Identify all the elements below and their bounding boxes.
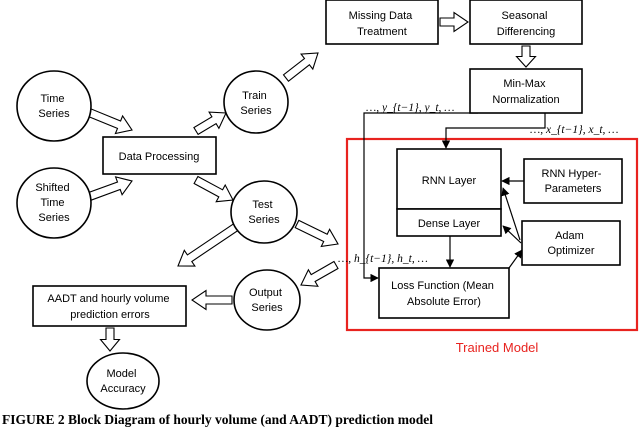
- loss-function-node: Loss Function (Mean Absolute Error): [378, 267, 510, 319]
- test-series-label-1: Test: [252, 199, 272, 211]
- missing-data-node: Missing Data Treatment: [325, 0, 439, 45]
- train-series-node: Train Series: [223, 70, 289, 134]
- train-series-label-1: Train: [242, 90, 267, 102]
- figure-caption: FIGURE 2 Block Diagram of hourly volume …: [2, 412, 433, 427]
- missing-data-label-1: Missing Data: [349, 10, 413, 22]
- output-series-label-1: Output: [249, 287, 282, 299]
- svg-text:Train Series: Train Series: [240, 90, 272, 117]
- rnn-hyper-label-1: RNN Hyper-: [542, 168, 602, 180]
- dense-layer-label: Dense Layer: [418, 218, 481, 230]
- connector-lines: [363, 112, 546, 283]
- model-accuracy-node: Model Accuracy: [86, 352, 160, 410]
- test-to-loss-arrow: [294, 219, 339, 248]
- shifted-time-series-label-3: Series: [38, 212, 70, 224]
- h-sequence-label: …, h_{t−1}, h_t, …: [338, 253, 428, 265]
- seasonal-differencing-label-1: Seasonal: [502, 10, 548, 22]
- svg-text:Seasonal Differencing: Seasonal Differencing: [497, 10, 556, 38]
- svg-text:Adam Optimizer: Adam Optimizer: [547, 230, 594, 257]
- missing-data-label-2: Treatment: [357, 26, 407, 38]
- loss-to-adam-line: [508, 249, 523, 269]
- adam-label-2: Optimizer: [547, 245, 594, 257]
- shifted-to-processing-arrow: [85, 176, 133, 202]
- time-series-node: Time Series: [16, 70, 92, 142]
- output-to-aadt-arrow: [191, 289, 233, 311]
- minmax-label-2: Normalization: [492, 94, 559, 106]
- seasonal-differencing-label-2: Differencing: [497, 26, 556, 38]
- processing-to-test-arrow: [193, 175, 234, 203]
- adam-to-dense-line: [502, 225, 522, 244]
- svg-text:RNN Hyper- Parameters: RNN Hyper- Parameters: [542, 168, 605, 195]
- adam-to-rnn-line: [501, 187, 521, 241]
- aadt-errors-label-1: AADT and hourly volume: [47, 293, 169, 305]
- minmax-to-loss-line: [363, 112, 478, 283]
- time-to-processing-arrow: [85, 107, 133, 135]
- svg-text:Model Accuracy: Model Accuracy: [100, 368, 146, 395]
- model-accuracy-label-2: Accuracy: [100, 383, 146, 395]
- shifted-time-series-node: Shifted Time Series: [16, 167, 92, 239]
- aadt-to-accuracy-arrow: [99, 327, 121, 352]
- train-to-missing-arrow: [282, 52, 319, 82]
- model-accuracy-label-1: Model: [106, 368, 136, 380]
- loss-label-2: Absolute Error): [407, 296, 481, 308]
- minmax-normalization-node: Min-Max Normalization: [469, 68, 583, 114]
- minmax-label-1: Min-Max: [503, 78, 546, 90]
- loss-label-1: Loss Function (Mean: [391, 280, 494, 292]
- test-to-aadt-arrow: [177, 222, 239, 267]
- svg-text:Min-Max Normalization: Min-Max Normalization: [492, 78, 559, 106]
- missing-to-seasonal-arrow: [439, 11, 469, 33]
- aadt-errors-label-2: prediction errors: [70, 309, 150, 321]
- adam-optimizer-node: Adam Optimizer: [521, 220, 621, 266]
- time-series-label-1: Time: [40, 93, 64, 105]
- data-processing-label: Data Processing: [119, 151, 200, 163]
- trained-model-label: Trained Model: [456, 340, 539, 355]
- rnn-hyper-label-2: Parameters: [545, 183, 602, 195]
- y-sequence-label: …, y_{t−1}, y_t, …: [366, 102, 455, 114]
- shifted-time-series-label-1: Shifted: [35, 182, 69, 194]
- time-series-label-2: Series: [38, 108, 70, 120]
- data-processing-node: Data Processing: [102, 136, 217, 175]
- svg-text:Missing Data Treatment: Missing Data Treatment: [349, 10, 416, 38]
- seasonal-differencing-node: Seasonal Differencing: [469, 0, 583, 45]
- minmax-to-rnn-line: [441, 113, 546, 149]
- svg-text:Test Series: Test Series: [248, 199, 280, 226]
- train-series-label-2: Series: [240, 105, 272, 117]
- adam-label-1: Adam: [555, 230, 584, 242]
- output-series-node: Output Series: [233, 269, 301, 331]
- output-series-label-2: Series: [251, 302, 283, 314]
- rnn-layer-node: RNN Layer: [396, 148, 502, 210]
- processing-to-train-arrow: [193, 111, 227, 136]
- dense-layer-node: Dense Layer: [396, 208, 502, 237]
- rnn-hyperparameters-node: RNN Hyper- Parameters: [523, 158, 623, 204]
- seasonal-to-minmax-arrow: [515, 45, 537, 68]
- svg-text:AADT and hourly volume p: AADT and hourly volume prediction errors: [47, 293, 172, 321]
- test-series-label-2: Series: [248, 214, 280, 226]
- test-series-node: Test Series: [230, 180, 298, 244]
- trained-model-frame: [345, 137, 639, 332]
- loss-to-output-arrow: [300, 260, 339, 287]
- svg-text:Loss Function (Mean Abso: Loss Function (Mean Absolute Error): [391, 280, 497, 308]
- rnn-layer-label: RNN Layer: [422, 175, 477, 187]
- shifted-time-series-label-2: Time: [40, 197, 64, 209]
- x-sequence-label: …, x_{t−1}, x_t, …: [530, 124, 619, 136]
- svg-text:Shifted Time Serie: Shifted Time Series: [35, 182, 72, 224]
- aadt-errors-node: AADT and hourly volume prediction errors: [32, 285, 187, 327]
- svg-text:Output Series: Output Series: [249, 287, 285, 314]
- svg-text:Time Series: Time Series: [38, 93, 70, 120]
- flow-arrows: [85, 11, 537, 352]
